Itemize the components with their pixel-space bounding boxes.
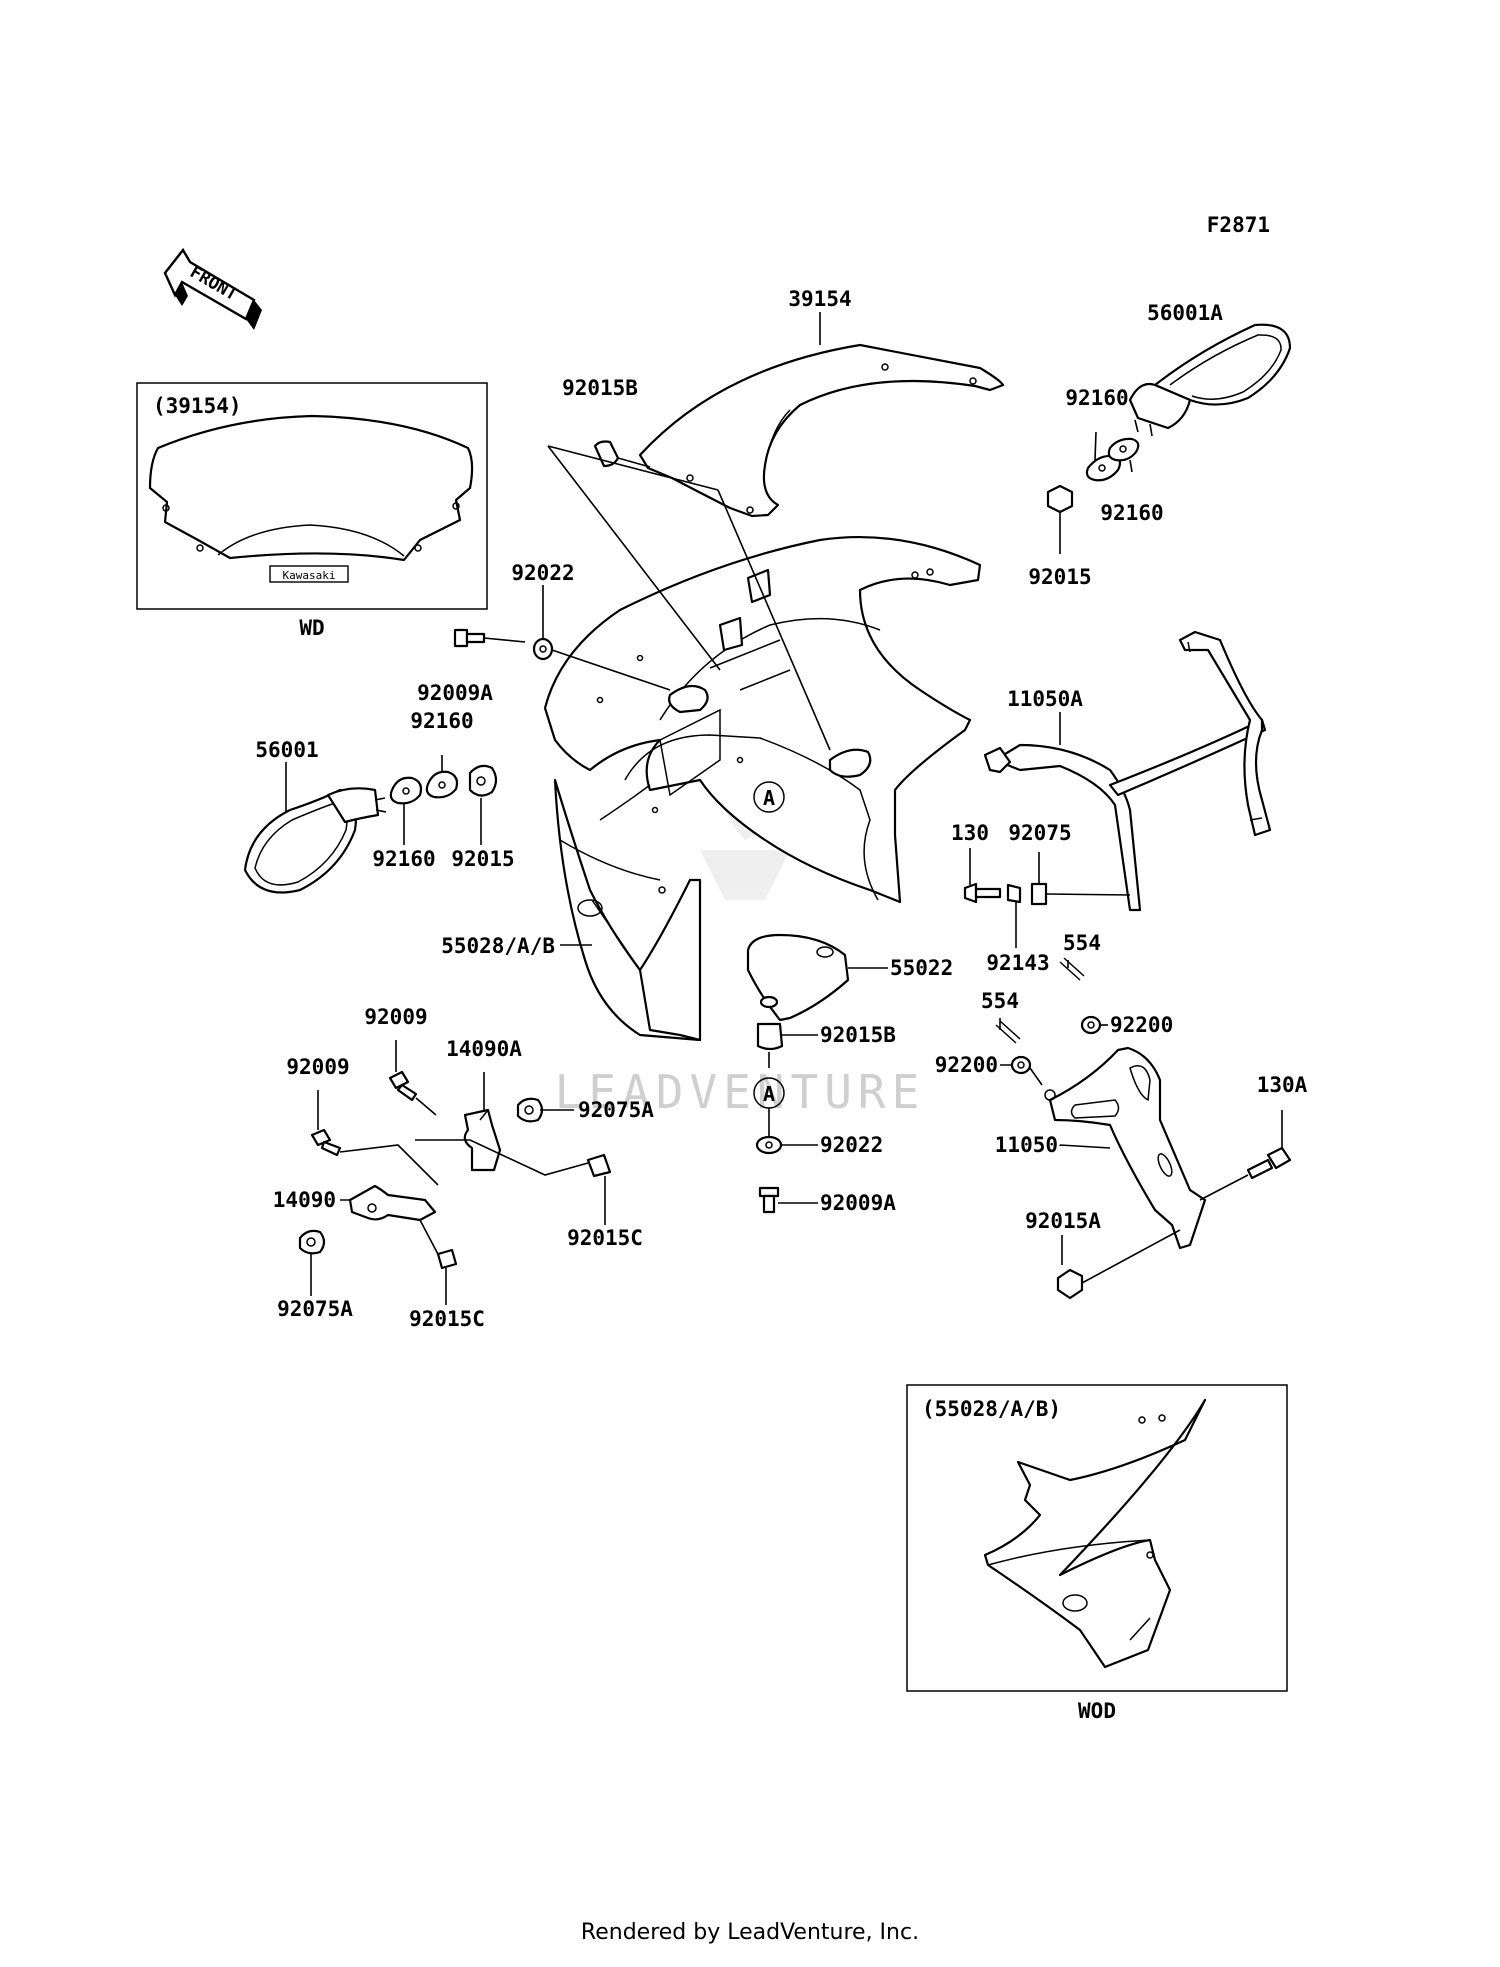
part-92009-screw-b	[310, 1090, 439, 1186]
part-92022-bottom	[755, 1135, 818, 1155]
part-92075A-bottom	[298, 1229, 326, 1296]
part-mirror-56001	[243, 787, 387, 894]
watermark-text: LEADVENTURE	[555, 1065, 926, 1119]
label-56001A: 56001A	[1147, 301, 1223, 325]
label-92160-c: 92160	[410, 709, 473, 733]
footer-credit: Rendered by LeadVenture, Inc.	[580, 1920, 920, 1945]
label-92015B-mid: 92015B	[820, 1023, 896, 1047]
part-92200-washer-b	[1000, 1055, 1043, 1086]
inset-cowl-header: (55028/A/B)	[922, 1397, 1061, 1421]
label-92160-b: 92160	[1100, 501, 1163, 525]
part-92015-right	[1046, 484, 1074, 554]
inset-windshield: (39154) Kawasaki WD	[136, 382, 488, 640]
part-92015-left	[468, 764, 498, 845]
label-130: 130	[951, 821, 989, 845]
ref-marker-a-lower: A	[753, 1077, 785, 1136]
label-554-b: 554	[981, 989, 1019, 1013]
inset-cowl-caption: WOD	[1078, 1699, 1116, 1723]
part-92200-washer-a	[1080, 1015, 1108, 1035]
label-92015A: 92015A	[1025, 1209, 1101, 1233]
label-92200-a: 92200	[1110, 1013, 1173, 1037]
windshield-logo: Kawasaki	[283, 569, 336, 582]
label-92015-right: 92015	[1028, 565, 1091, 589]
part-92143-collar	[1006, 883, 1022, 948]
inset-windshield-header: (39154)	[153, 394, 242, 418]
label-92009-b: 92009	[286, 1055, 349, 1079]
label-92022-top: 92022	[511, 561, 574, 585]
windshield-inset-part	[148, 414, 474, 562]
label-92015-left: 92015	[451, 847, 514, 871]
label-56001: 56001	[255, 738, 318, 762]
part-92022-top	[532, 585, 671, 691]
front-arrow-icon: FRONT	[163, 247, 262, 330]
label-11050: 11050	[995, 1133, 1058, 1157]
part-554-pin-b	[995, 1018, 1021, 1044]
label-92015C-b: 92015C	[409, 1307, 485, 1331]
label-130A: 130A	[1257, 1073, 1308, 1097]
part-92075A-top	[516, 1097, 574, 1123]
label-92160-d: 92160	[372, 847, 435, 871]
part-side-fairing-55028	[553, 778, 702, 1042]
label-92075: 92075	[1008, 821, 1071, 845]
part-stay-11050A	[983, 630, 1272, 912]
part-130A-bolt	[1199, 1110, 1292, 1201]
part-92015A-nut	[1056, 1229, 1181, 1300]
part-92015B-mid	[756, 995, 818, 1068]
label-11050A: 11050A	[1007, 687, 1083, 711]
part-92160-left-washers	[389, 755, 459, 845]
label-92143: 92143	[986, 951, 1049, 975]
part-bracket-14090A	[415, 1072, 589, 1176]
label-55028: 55028/A/B	[441, 934, 555, 958]
ref-marker-a-cowl: A	[763, 786, 775, 810]
part-windshield-39154	[638, 343, 1005, 518]
label-92075A-top: 92075A	[578, 1098, 654, 1122]
part-92160-right-washers	[1085, 431, 1140, 482]
label-55022: 55022	[890, 956, 953, 980]
part-mirror-56001A	[1128, 323, 1292, 437]
label-92009-a: 92009	[364, 1005, 427, 1029]
inset-windshield-frame	[136, 382, 488, 610]
cowl-inset-part	[983, 1398, 1207, 1669]
part-92075-grommet	[1030, 852, 1131, 906]
label-92015B-top: 92015B	[562, 376, 638, 400]
label-92160-a: 92160	[1065, 386, 1128, 410]
part-92009A-bottom	[758, 1186, 818, 1214]
part-labels: 39154 56001A 92015B 92160 92160 92015 92…	[255, 287, 1307, 1331]
part-bracket-11050	[1044, 1046, 1207, 1250]
label-92075A-bottom: 92075A	[277, 1297, 353, 1321]
label-39154: 39154	[788, 287, 851, 311]
label-92015C-a: 92015C	[567, 1226, 643, 1250]
inset-cowl: (55028/A/B) WOD	[906, 1384, 1288, 1723]
part-92015C-b	[436, 1248, 458, 1305]
part-130-bolt	[963, 848, 1002, 904]
figure-code: F2871	[1207, 213, 1270, 237]
label-92009A-bottom: 92009A	[820, 1191, 896, 1215]
label-14090A: 14090A	[446, 1037, 522, 1061]
part-554-pin-a	[1059, 957, 1085, 981]
leader-92015B-cross	[547, 445, 831, 751]
inset-cowl-frame	[906, 1384, 1288, 1692]
part-92015B-top	[593, 440, 651, 468]
label-92022-bottom: 92022	[820, 1133, 883, 1157]
windshield-inset-screen-line	[217, 524, 405, 557]
part-92009-screw-a	[388, 1040, 437, 1116]
part-bracket-14090	[340, 1184, 441, 1259]
label-14090: 14090	[273, 1188, 336, 1212]
part-92009A-top	[453, 628, 526, 648]
label-554-a: 554	[1063, 931, 1101, 955]
label-92009A-top: 92009A	[417, 681, 493, 705]
inset-windshield-caption: WD	[299, 616, 324, 640]
label-92200-b: 92200	[935, 1053, 998, 1077]
ref-marker-a-lower-text: A	[763, 1082, 775, 1106]
part-92015C-a	[586, 1153, 612, 1225]
